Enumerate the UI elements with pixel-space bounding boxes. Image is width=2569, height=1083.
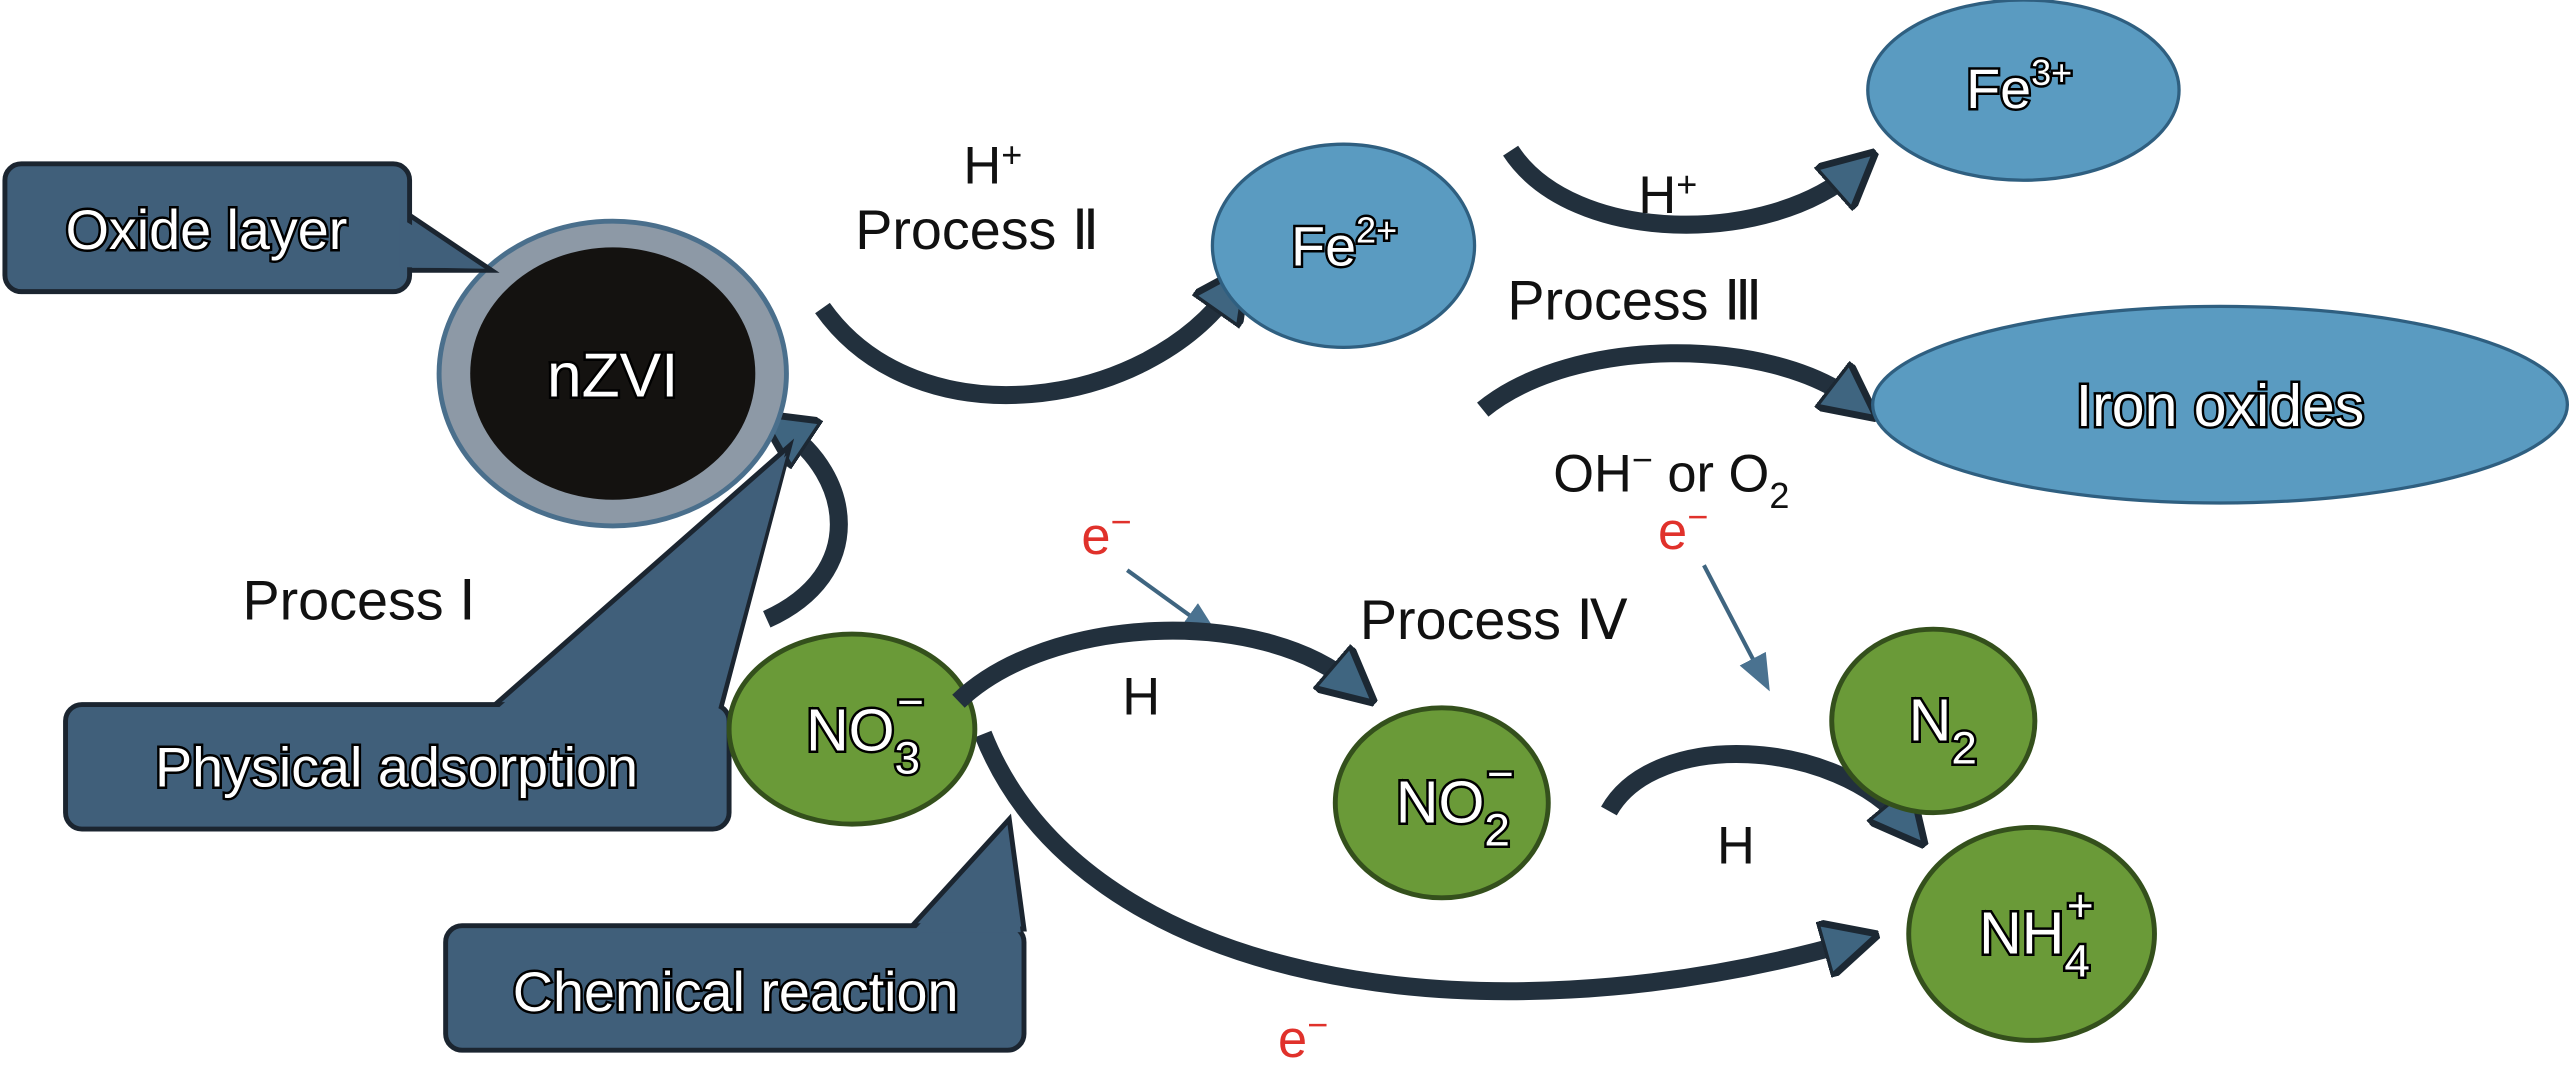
physical-adsorption-callout: Physical adsorption (63, 438, 795, 832)
svg-text:Fe3+: Fe3+ (1966, 52, 2072, 120)
oh-or-o2-label: OH− or O2 (1553, 439, 1789, 516)
n2-node: N2 (1829, 626, 2038, 816)
electron-arrow-2 (1702, 564, 1770, 692)
physical-adsorption-label: Physical adsorption (155, 736, 638, 798)
electron-label-1: e− (1081, 501, 1131, 566)
process2-arrow (815, 288, 1232, 405)
fe2-to-fe3-arrow (1503, 145, 1855, 234)
nitrate-base: NO (806, 698, 894, 763)
h-label-2: H (1717, 817, 1755, 875)
svg-text:NO2−: NO2− (1396, 748, 1514, 856)
process3-label: Process Ⅲ (1507, 269, 1762, 331)
nzvi-particle: nZVI (436, 218, 789, 529)
fe2-node: Fe2+ (1210, 142, 1477, 349)
electron-label-3: e− (1278, 1004, 1328, 1069)
svg-text:NO3−: NO3− (806, 676, 924, 784)
electron-label-2: e− (1658, 496, 1708, 561)
nitrate-sup: − (897, 676, 924, 728)
h-plus-label-2: H+ (1638, 164, 1697, 225)
nitrate-node: NO3− (726, 631, 978, 827)
oxide-layer-callout: Oxide layer (2, 161, 500, 295)
chemical-reaction-label: Chemical reaction (513, 961, 959, 1023)
svg-text:N2: N2 (1909, 689, 1977, 774)
h-plus-label-1: H+ (963, 134, 1022, 195)
svg-text:NH4+: NH4+ (1979, 879, 2094, 987)
svg-text:Iron oxides: Iron oxides (2076, 374, 2364, 439)
svg-text:Fe2+: Fe2+ (1291, 209, 1397, 277)
h-label-1: H (1122, 668, 1160, 726)
nitrite-node: NO2− (1332, 705, 1551, 901)
nitrate-sub: 3 (895, 731, 921, 783)
process2-label: Process Ⅱ (855, 199, 1099, 261)
process4-label: Process Ⅳ (1360, 589, 1629, 651)
fe3-node: Fe3+ (1866, 0, 2181, 182)
fe2-to-iron-oxides-arrow (1477, 344, 1855, 409)
process1-label: Process Ⅰ (242, 569, 475, 631)
nzvi-label: nZVI (547, 342, 678, 411)
no3-to-nh4-arrow (974, 730, 1851, 1001)
chemical-reaction-callout: Chemical reaction (443, 813, 1027, 1053)
process1-arrow (767, 429, 848, 628)
ammonium-node: NH4+ (1906, 824, 2157, 1043)
oxide-layer-label: Oxide layer (66, 199, 348, 261)
no3-to-no2-arrow (952, 621, 1353, 702)
electron-arrow-1 (1126, 568, 1220, 637)
iron-oxides-node: Iron oxides (1871, 304, 2569, 505)
